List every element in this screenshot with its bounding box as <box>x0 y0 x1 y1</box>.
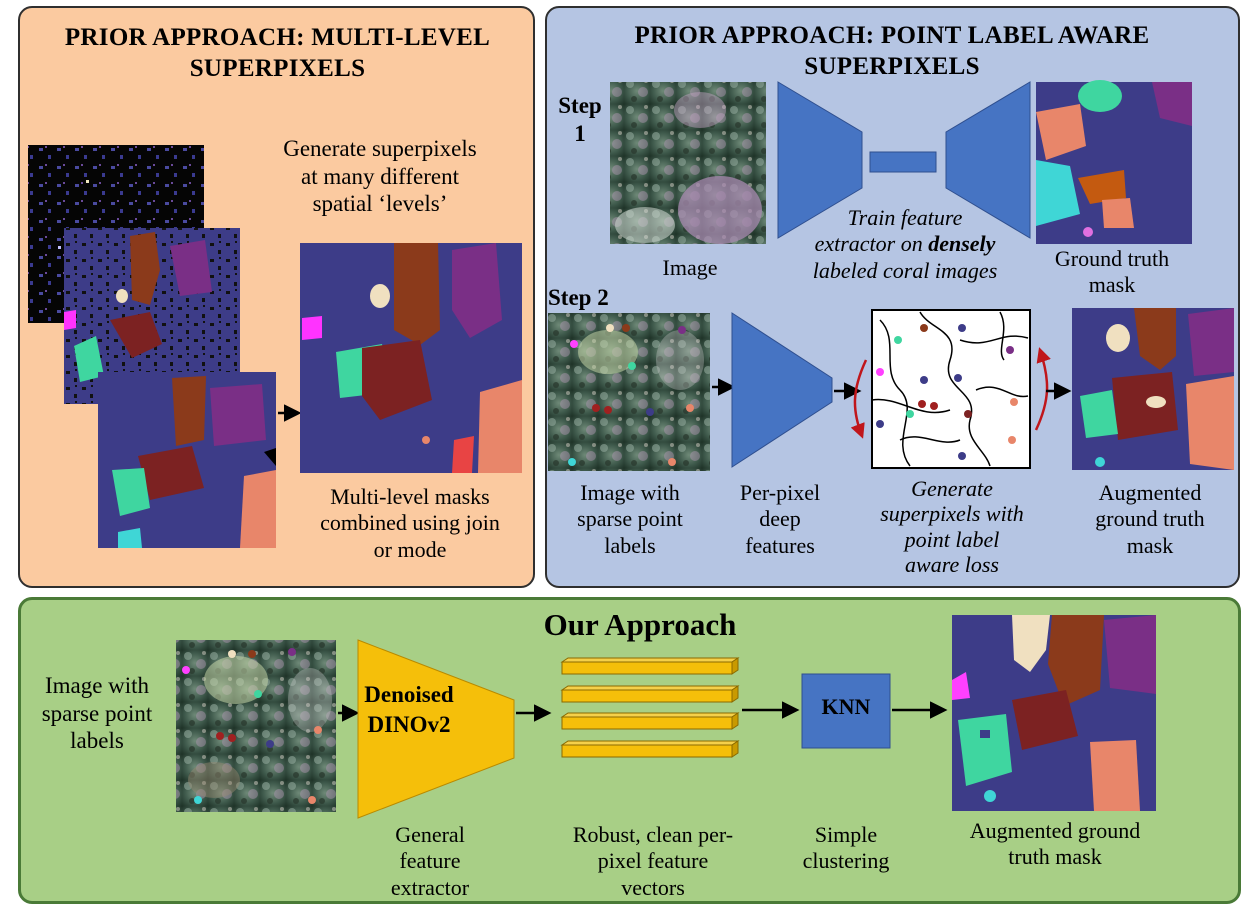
general-line1: General <box>395 822 465 847</box>
knn-box <box>801 673 891 749</box>
simple-line1: Simple <box>814 822 878 847</box>
dinov2-label: Denoised DINOv2 <box>356 680 462 740</box>
bottom-sparse-caption: Image with sparse point labels <box>22 672 172 755</box>
denoised-dinov2-extractor <box>357 639 515 819</box>
perpixel-line2: deep <box>759 506 801 532</box>
combined-mask <box>300 243 522 473</box>
per-pixel-caption: Per-pixel deep features <box>714 480 846 559</box>
generate-line1: Generate superpixels <box>283 136 477 161</box>
augmented-caption-step2: Augmented ground truth mask <box>1062 480 1238 559</box>
right-title-line2: SUPERPIXELS <box>804 53 980 81</box>
aug-ours-line1: Augmented ground <box>969 818 1141 843</box>
bottom-panel-title: Our Approach <box>543 607 737 642</box>
step1-label: Step 1 <box>550 92 610 147</box>
step1-num: 1 <box>574 120 586 146</box>
simple-clustering-caption: Simple clustering <box>776 822 916 875</box>
aug-ours-line2: truth mask <box>1008 844 1102 870</box>
red-arrow-up <box>1034 347 1051 431</box>
train-line3: labeled coral images <box>812 257 998 283</box>
aug2-line2: ground truth <box>1095 506 1205 532</box>
general-extractor-caption: General feature extractor <box>350 822 510 901</box>
augmented-mask-ours <box>952 615 1156 811</box>
general-line3: extractor <box>390 874 470 900</box>
train-caption: Train feature extractor on densely label… <box>770 205 1040 284</box>
bsparse-line1: Image with <box>44 673 150 698</box>
red-arrow-down <box>850 359 868 439</box>
gen-line3: point label <box>904 526 1000 552</box>
combined-line1: Multi-level masks <box>330 484 490 509</box>
generate-superpixels-loss-caption: Generate superpixels with point label aw… <box>852 476 1052 577</box>
generate-superpixels-caption: Generate superpixels at many different s… <box>230 135 530 218</box>
left-title-line1: PRIOR APPROACH: MULTI-LEVEL <box>64 24 491 51</box>
train-line2-pre: extractor on <box>814 231 929 257</box>
aug2-line3: mask <box>1126 532 1174 558</box>
sparse-line3: labels <box>604 532 656 558</box>
bsparse-line3: labels <box>70 728 124 754</box>
superpixel-level-3 <box>98 372 276 548</box>
gt-line2: mask <box>1088 272 1136 298</box>
gen-line2: superpixels with <box>880 501 1024 527</box>
sparse-labels-caption: Image with sparse point labels <box>552 480 708 559</box>
train-line2: extractor on densely <box>770 231 1040 257</box>
superpixel-boundaries <box>871 309 1031 469</box>
combined-caption: Multi-level masks combined using join or… <box>285 484 535 563</box>
robust-line2: pixel feature <box>597 848 709 874</box>
augmented-mask-step2 <box>1072 308 1234 470</box>
bsparse-line2: sparse point <box>41 700 153 726</box>
per-pixel-feature-network <box>731 312 833 468</box>
perpixel-line1: Per-pixel <box>739 480 821 505</box>
general-line2: feature <box>399 848 461 874</box>
step2-coral-image <box>548 313 710 471</box>
robust-features-caption: Robust, clean per- pixel feature vectors <box>548 822 758 901</box>
step2-label: Step 2 <box>548 285 609 310</box>
knn-label: KNN <box>821 694 871 719</box>
combined-line2: combined using join <box>320 510 500 536</box>
gt-line1: Ground truth <box>1054 246 1170 271</box>
step1-coral-image <box>610 82 766 244</box>
ground-truth-mask <box>1036 80 1192 244</box>
ground-truth-caption: Ground truth mask <box>1022 246 1202 299</box>
encoder-decoder-network <box>777 81 1031 239</box>
augmented-caption-ours: Augmented ground truth mask <box>930 818 1180 871</box>
dino-line1: Denoised <box>364 682 454 707</box>
generate-line3: spatial ‘levels’ <box>312 191 448 217</box>
sparse-line1: Image with <box>580 480 680 505</box>
train-line1: Train feature <box>847 205 963 230</box>
gen-line4: aware loss <box>905 551 999 577</box>
simple-line2: clustering <box>802 848 890 874</box>
aug2-line1: Augmented <box>1098 480 1202 505</box>
sparse-line2: sparse point <box>577 506 683 532</box>
perpixel-line3: features <box>745 532 815 558</box>
left-title-line2: SUPERPIXELS <box>189 55 366 83</box>
generate-line2: at many different <box>301 163 459 189</box>
robust-line1: Robust, clean per- <box>572 822 734 847</box>
train-line2-bold: densely <box>928 231 996 257</box>
step1-word: Step <box>558 93 602 118</box>
dino-line2: DINOv2 <box>367 711 451 737</box>
image-caption: Image <box>662 255 718 280</box>
gen-line1: Generate <box>911 476 993 501</box>
right-panel-title: PRIOR APPROACH: POINT LABEL AWARE SUPERP… <box>556 20 1228 83</box>
combined-line3: or mode <box>373 536 447 562</box>
feature-vectors <box>560 657 740 758</box>
bottom-coral-image <box>176 640 336 812</box>
right-title-line1: PRIOR APPROACH: POINT LABEL AWARE <box>634 22 1150 49</box>
robust-line3: vectors <box>621 874 685 900</box>
left-panel-title: PRIOR APPROACH: MULTI-LEVEL SUPERPIXELS <box>30 22 525 85</box>
